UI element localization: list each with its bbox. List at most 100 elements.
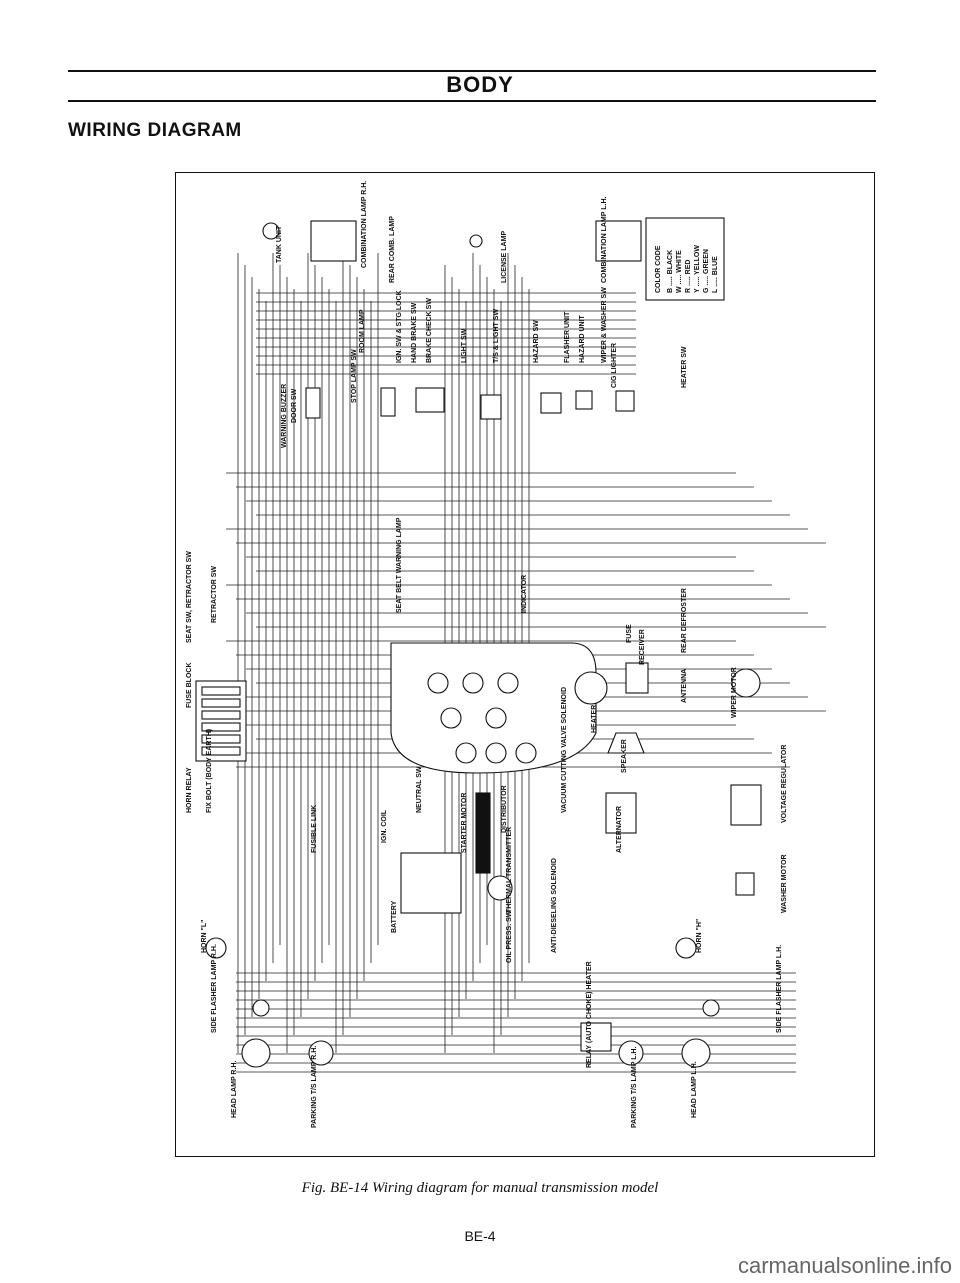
component-label: IGN. COIL bbox=[381, 809, 388, 843]
component-label: COMBINATION LAMP R.H. bbox=[361, 181, 368, 268]
switch bbox=[540, 392, 562, 414]
gauge-circle bbox=[455, 742, 477, 764]
switch bbox=[480, 394, 502, 420]
component-label: FUSE bbox=[626, 624, 633, 643]
component-label: FIX BOLT (BODY EARTH) bbox=[206, 729, 213, 813]
color-code-entry: L ..... BLUE bbox=[712, 256, 719, 293]
component-label: LIGHT SW bbox=[461, 328, 468, 363]
component-symbols bbox=[195, 220, 762, 1068]
component-label: RECEIVER bbox=[639, 629, 646, 665]
section-title: WIRING DIAGRAM bbox=[68, 120, 242, 141]
relay-heater bbox=[580, 1022, 612, 1052]
color-code-title: COLOR CODE bbox=[655, 245, 662, 293]
gauge-circle bbox=[497, 672, 519, 694]
header-title: BODY bbox=[446, 72, 514, 97]
battery bbox=[400, 852, 462, 914]
washer-motor bbox=[735, 872, 755, 896]
fuse bbox=[201, 722, 241, 732]
component-label: OIL PRESS. SW bbox=[506, 910, 513, 963]
component-label: REAR DEFROSTER bbox=[681, 588, 688, 653]
gauge-circle bbox=[440, 707, 462, 729]
component-label: TANK UNIT bbox=[276, 225, 283, 263]
header-rule-bottom bbox=[68, 100, 876, 102]
horn-l bbox=[205, 937, 227, 959]
gauge-circle bbox=[485, 707, 507, 729]
heater-motor bbox=[574, 671, 608, 705]
horn-h bbox=[675, 937, 697, 959]
switch bbox=[575, 390, 593, 410]
fuse bbox=[201, 686, 241, 696]
component-label: WARNING BUZZER bbox=[281, 384, 288, 448]
component-label: HAND BRAKE SW bbox=[411, 302, 418, 363]
switch bbox=[615, 390, 635, 412]
speaker bbox=[607, 732, 645, 754]
component-label: PARKING T/S LAMP L.H. bbox=[631, 1047, 638, 1128]
distributor bbox=[487, 875, 513, 901]
component-label: INDICATOR bbox=[521, 575, 528, 613]
component-label: ROOM LAMP bbox=[359, 309, 366, 353]
wiring-diagram: TANK UNIT COMBINATION LAMP R.H. REAR COMB.… bbox=[175, 172, 875, 1157]
component-label: FLASHER UNIT bbox=[564, 311, 571, 363]
wiper-motor bbox=[731, 668, 761, 698]
component-label: T/S & LIGHT SW bbox=[493, 309, 500, 363]
component-label: ANTENNA bbox=[681, 669, 688, 703]
page-number: BE-4 bbox=[464, 1228, 496, 1244]
component-label: ALTERNATOR bbox=[616, 806, 623, 853]
fuse bbox=[201, 734, 241, 744]
figure-caption: Fig. BE-14 Wiring diagram for manual tra… bbox=[301, 1180, 659, 1196]
component-label: SPEAKER bbox=[621, 739, 628, 773]
component-label: VACUUM CUTTING VALVE SOLENOID bbox=[561, 687, 568, 813]
gauge-circle bbox=[485, 742, 507, 764]
component-label: VOLTAGE REGULATOR bbox=[781, 745, 788, 823]
component-label: WIPER & WASHER SW bbox=[601, 287, 608, 363]
color-code-entry: R ..... RED bbox=[685, 260, 692, 293]
component-label: HEATER bbox=[591, 705, 598, 733]
component-label: STOP LAMP SW bbox=[351, 349, 358, 403]
license-lamp bbox=[469, 234, 483, 248]
component-label: WIPER MOTOR bbox=[731, 667, 738, 718]
watermark: carmanualsonline.info bbox=[737, 1253, 952, 1278]
parking-lamp-lh bbox=[618, 1040, 644, 1066]
component-label: STARTER MOTOR bbox=[461, 793, 468, 853]
component-label: COMBINATION LAMP L.H. bbox=[601, 196, 608, 283]
color-code-entry: G ..... GREEN bbox=[703, 249, 710, 293]
component-label: HORN RELAY bbox=[186, 767, 193, 813]
component-label: RELAY (AUTO CHOKE) HEATER bbox=[586, 961, 593, 1068]
head-lamp-rh bbox=[241, 1038, 271, 1068]
component-label: HAZARD UNIT bbox=[579, 314, 586, 363]
side-flasher-lh bbox=[702, 999, 720, 1017]
fuse bbox=[201, 698, 241, 708]
side-flasher-rh bbox=[252, 999, 270, 1017]
parking-lamp-rh bbox=[308, 1040, 334, 1066]
component-label: HEATER SW bbox=[681, 346, 688, 388]
head-lamp-lh bbox=[681, 1038, 711, 1068]
gauge-circle bbox=[427, 672, 449, 694]
component-label: SEAT SW, RETRACTOR SW bbox=[186, 551, 193, 643]
component-label: HORN "H" bbox=[696, 919, 703, 953]
component-label: FUSIBLE LINK bbox=[311, 805, 318, 853]
combination-lamp-rh bbox=[310, 220, 357, 262]
header-rule-top bbox=[68, 70, 876, 72]
combination-lamp-lh bbox=[595, 220, 642, 262]
voltage-regulator bbox=[730, 784, 762, 826]
component-label: RETRACTOR SW bbox=[211, 566, 218, 623]
switch bbox=[415, 387, 445, 413]
component-label: HEAD LAMP L.H. bbox=[691, 1061, 698, 1118]
alternator bbox=[605, 792, 637, 834]
color-code-entry: Y ..... YELLOW bbox=[694, 245, 701, 293]
component-label: ANTI-DIESELING SOLENOID bbox=[551, 858, 558, 953]
starter-cable bbox=[475, 792, 491, 874]
component-label: PARKING T/S LAMP R.H. bbox=[311, 1046, 318, 1128]
component-label: REAR COMB. LAMP bbox=[389, 216, 396, 283]
component-label: SIDE FLASHER LAMP R.H. bbox=[211, 944, 218, 1033]
component-label: NEUTRAL SW bbox=[416, 766, 423, 813]
receiver bbox=[625, 662, 649, 694]
component-label: THERMAL TRANSMITTER bbox=[506, 827, 513, 913]
component-labels: TANK UNIT COMBINATION LAMP R.H. REAR COMB.… bbox=[186, 181, 788, 1128]
component-label: HEAD LAMP R.H. bbox=[231, 1061, 238, 1118]
component-label: IGN. SW & STG LOCK bbox=[396, 290, 403, 363]
component-label: BRAKE CHECK SW bbox=[426, 298, 433, 363]
component-label: DISTRIBUTOR bbox=[501, 785, 508, 833]
gauge-circle bbox=[515, 742, 537, 764]
